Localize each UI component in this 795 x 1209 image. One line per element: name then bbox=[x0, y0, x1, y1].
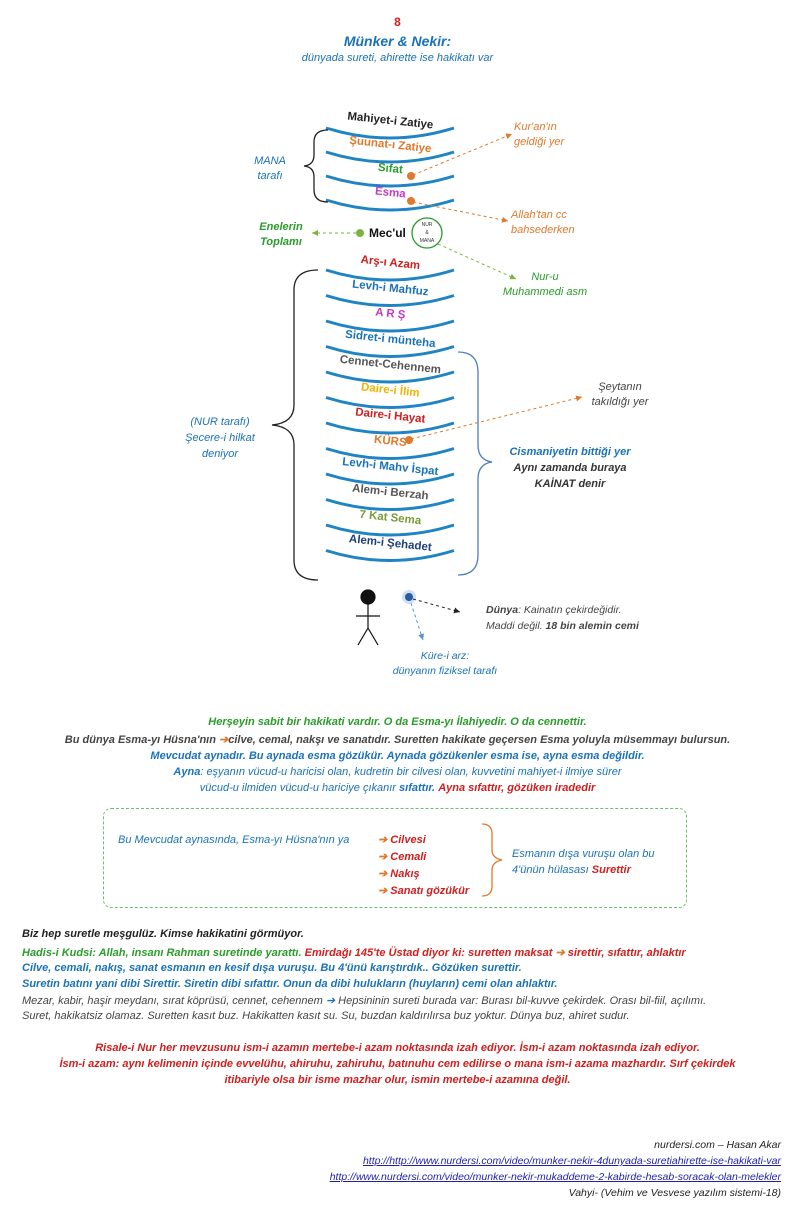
page-subtitle: dünyada sureti, ahirette ise hakikatı va… bbox=[301, 52, 494, 64]
text-cilve: Cilve, cemali, nakış, sanat esmanın en k… bbox=[22, 962, 522, 974]
nur-layer-arc bbox=[325, 268, 455, 282]
dunya-label: Dünya: Kainatın çekirdeğidir. Maddi deği… bbox=[486, 604, 639, 632]
sifat-dot bbox=[407, 172, 415, 180]
text-vucud: vücud-u ilmiden vücud-u hariciye çıkanır… bbox=[199, 782, 596, 794]
nur-layer-label: Levh-i Mahfuz bbox=[352, 279, 430, 299]
nur-layer-label: 7 Kat Sema bbox=[359, 509, 423, 527]
mana-layer-label: Mahiyet-i Zatiye bbox=[347, 111, 434, 132]
nur-layer-arc bbox=[325, 396, 455, 409]
nur-badge-text-2: & bbox=[425, 230, 429, 236]
text-bu-dunya: Bu dünya Esma-yı Hüsna'nın ➔cilve, cemal… bbox=[64, 734, 731, 746]
text-mezar: Mezar, kabir, haşir meydanı, sırat köprü… bbox=[22, 995, 707, 1007]
mana-layer-label: Esma bbox=[374, 185, 406, 200]
seytan-arrow bbox=[410, 395, 583, 440]
kurs-dot bbox=[405, 436, 413, 444]
nur-layer-arc bbox=[325, 549, 455, 562]
box-item: ➔ Sanatı gözükür bbox=[378, 885, 470, 897]
nur-layer-arc bbox=[325, 498, 455, 511]
footer-link-1[interactable]: http://http://www.nurdersi.com/video/mun… bbox=[362, 1155, 781, 1167]
mevcudat-box bbox=[103, 808, 687, 908]
nur-layer-arc bbox=[325, 447, 455, 460]
esma-dot bbox=[407, 197, 415, 205]
text-biz-hep: Biz hep suretle meşgulüz. Kimse hakikati… bbox=[22, 928, 304, 940]
box-list: ➔ Cilvesi ➔ Cemali ➔ Nakış ➔ Sanatı gözü… bbox=[378, 832, 469, 900]
nur-mana-badge bbox=[411, 217, 443, 249]
nur-layer-label: Alem-i Berzah bbox=[352, 483, 430, 503]
box-left-text: Bu Mevcudat aynasında, Esma-yı Hüsna'nın… bbox=[118, 834, 350, 846]
nur-layer-arc bbox=[325, 294, 455, 307]
nur-layer-label: Daire-i Hayat bbox=[355, 406, 426, 425]
dunya-dot bbox=[405, 593, 413, 601]
mana-layer-arc bbox=[325, 150, 455, 164]
stick-figure bbox=[356, 589, 380, 646]
footer-note: Vahyi- (Vehim ve Vesvese yazılım sistemi… bbox=[568, 1187, 781, 1199]
nur-layer-arc bbox=[325, 345, 455, 358]
nur-layer-label: A R Ş bbox=[375, 306, 407, 321]
nur-layer-arc bbox=[325, 523, 455, 537]
nur-layer-label: KÜRS bbox=[373, 433, 407, 449]
nuru-arrow bbox=[437, 243, 517, 280]
page-title: Münker & Nekir: bbox=[343, 33, 452, 49]
mana-brace bbox=[303, 129, 329, 203]
box-item: ➔ Cemali bbox=[378, 851, 427, 863]
nur-badge-text-1: NUR bbox=[422, 222, 433, 228]
text-suret: Suret, hakikatsiz olamaz. Suretten kasıt… bbox=[22, 1010, 630, 1022]
kure-label: Küre-i arz:dünyanın fiziksel tarafı bbox=[392, 650, 498, 677]
text-hadis: Hadis-i Kudsi: Allah, insanı Rahman sure… bbox=[22, 947, 686, 959]
text-ayna: Ayna: eşyanın vücud-u haricisi olan, kud… bbox=[173, 766, 622, 778]
dunya-arrow bbox=[412, 598, 461, 614]
kainat-brace bbox=[457, 351, 493, 576]
nur-layer-label: Arş-ı Azam bbox=[360, 254, 421, 272]
footer-site: nurdersi.com – Hasan Akar bbox=[654, 1139, 781, 1151]
text-itibariyle: itibariyle olsa bir isme mazhar olur, is… bbox=[224, 1074, 571, 1086]
mecul-dot bbox=[356, 229, 364, 237]
text-herseyin: Herşeyin sabit bir hakikati vardır. O da… bbox=[208, 716, 587, 728]
box-right-text: Esmanın dışa vuruşu olan bu 4'ünün hülas… bbox=[512, 848, 655, 876]
box-item: ➔ Nakış bbox=[378, 868, 420, 880]
text-mevcudat: Mevcudat aynadır. Bu aynada esma gözükür… bbox=[150, 750, 645, 762]
nur-layer-arc bbox=[325, 421, 455, 435]
mana-layer-arc bbox=[325, 198, 455, 212]
mecul-label: Mec'ul bbox=[369, 226, 406, 240]
nur-layer-arc bbox=[325, 370, 455, 384]
mana-layer-label: Sıfat bbox=[377, 162, 403, 177]
page-number: 8 bbox=[394, 15, 401, 29]
footer-link-2[interactable]: http://www.nurdersi.com/video/munker-nek… bbox=[329, 1171, 781, 1183]
footer: nurdersi.com – Hasan Akar http://http://… bbox=[330, 1137, 781, 1201]
box-item: ➔ Cilvesi bbox=[378, 834, 426, 846]
text-suretin: Suretin batını yani dibi Sirettir. Siret… bbox=[22, 978, 558, 990]
box-brace bbox=[481, 823, 503, 897]
mana-layer-arc bbox=[325, 126, 455, 140]
kure-arrow bbox=[410, 602, 425, 641]
text-risale: Risale-i Nur her mevzusunu ism-i azamın … bbox=[95, 1042, 700, 1054]
mana-layer-arc bbox=[325, 174, 455, 188]
text-ism-i-azam: İsm-i azam: aynı kelimenin içinde evvelü… bbox=[59, 1058, 736, 1070]
nur-badge-text-3: MANA bbox=[420, 238, 435, 244]
nur-layer-label: Daire-i İlim bbox=[360, 380, 420, 399]
nur-layer-arc bbox=[325, 319, 455, 333]
nur-brace bbox=[271, 269, 319, 581]
allah-arrow bbox=[412, 201, 509, 223]
nur-layer-arc bbox=[325, 472, 455, 486]
